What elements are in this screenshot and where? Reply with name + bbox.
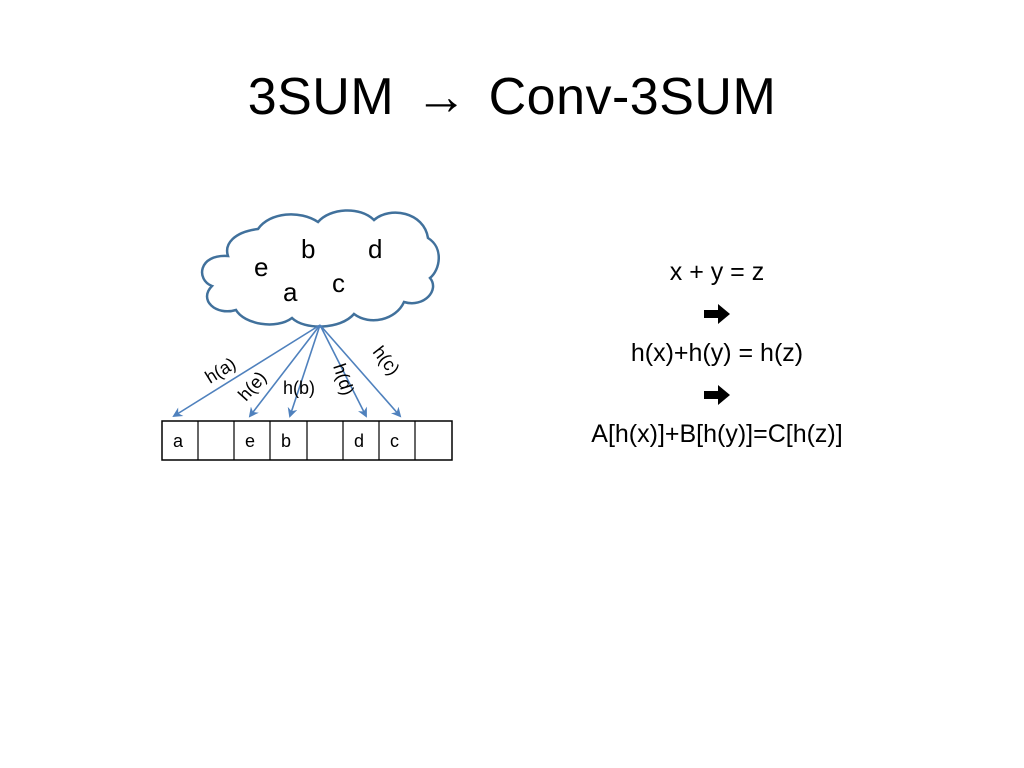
hash-arrow-e bbox=[248, 324, 321, 418]
table-cell-0: a bbox=[173, 431, 184, 451]
table-cell-2: e bbox=[245, 431, 255, 451]
hash-arrow-a bbox=[172, 324, 321, 418]
title-reduction-arrow-icon: → bbox=[415, 68, 468, 126]
cloud-element-c: c bbox=[332, 268, 345, 298]
title-target-problem: Conv-3SUM bbox=[488, 68, 777, 126]
cloud-element-d: d bbox=[368, 234, 382, 264]
set-cloud-shape bbox=[200, 209, 440, 328]
reduction-chain: x + y = z h(x)+h(y) = h(z) A[h(x)]+B[h(y… bbox=[520, 252, 914, 455]
hash-arrow-d bbox=[319, 324, 367, 418]
implies-arrow-1 bbox=[520, 293, 914, 334]
table-cell-3: b bbox=[281, 431, 291, 451]
hash-label-d: h(d) bbox=[329, 361, 358, 398]
equation-hashed: h(x)+h(y) = h(z) bbox=[630, 339, 804, 367]
hash-table: a e b d c bbox=[161, 420, 453, 461]
hash-arrow-b bbox=[287, 324, 321, 418]
equation-original: x + y = z bbox=[669, 258, 765, 286]
cloud-element-a: a bbox=[283, 277, 298, 307]
cloud-element-b: b bbox=[301, 234, 315, 264]
slide-title: 3SUM → Conv-3SUM bbox=[0, 62, 1024, 132]
bold-right-arrow-icon bbox=[704, 384, 730, 405]
hash-label-e: h(e) bbox=[234, 368, 270, 405]
cloud-element-e: e bbox=[254, 252, 268, 282]
hash-arrow-c bbox=[319, 324, 402, 418]
hash-label-b: h(b) bbox=[283, 378, 315, 398]
hash-label-c: h(c) bbox=[369, 342, 404, 379]
implies-arrow-2 bbox=[520, 374, 914, 415]
table-cell-5: d bbox=[354, 431, 364, 451]
title-source-problem: 3SUM bbox=[247, 68, 395, 126]
table-cell-6: c bbox=[390, 431, 399, 451]
equation-arrays: A[h(x)]+B[h(y)]=C[h(z)] bbox=[591, 420, 843, 448]
bold-right-arrow-icon bbox=[704, 303, 730, 324]
hash-label-a: h(a) bbox=[202, 353, 240, 387]
